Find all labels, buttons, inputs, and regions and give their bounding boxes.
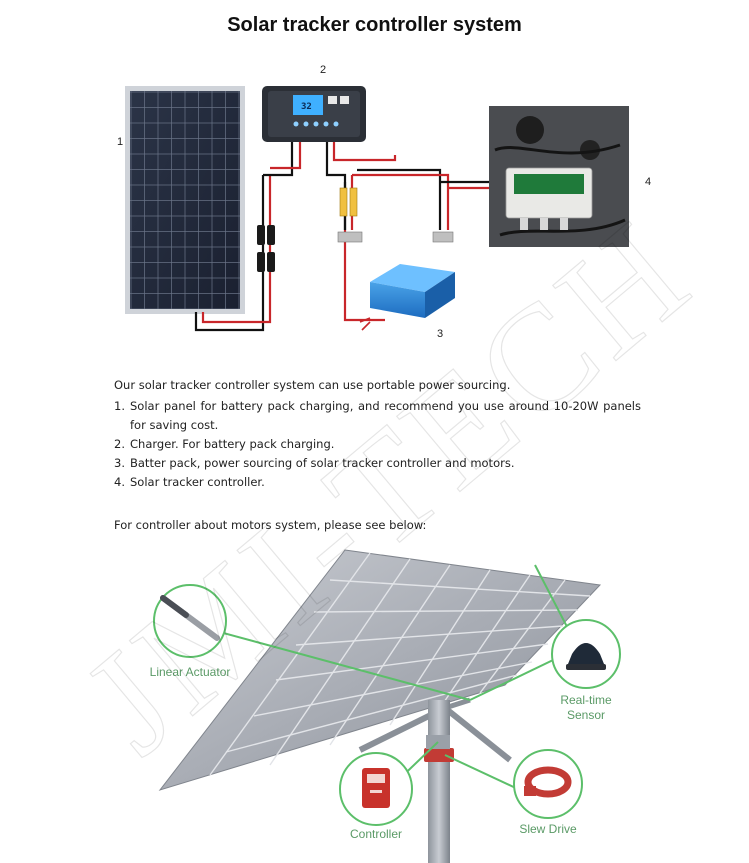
list-item-number: 1. [114, 399, 125, 413]
slew-drive-callout [513, 749, 583, 819]
sensor-callout [551, 619, 621, 689]
motors-paragraph: For controller about motors system, plea… [114, 518, 427, 532]
list-item-number: 2. [114, 437, 125, 451]
label-4: 4 [645, 176, 651, 188]
intro-paragraph: Our solar tracker controller system can … [114, 378, 511, 392]
battery-pack [370, 264, 455, 318]
page-title: Solar tracker controller system [227, 14, 522, 36]
solar-panel [125, 86, 245, 314]
slew-drive-label: Slew Drive [519, 822, 577, 836]
sensor-label-line1: Real-time [560, 693, 612, 707]
tracker-controller-photo [489, 106, 629, 247]
list-item-text: Solar tracker controller. [130, 475, 265, 489]
list-item-number: 3. [114, 456, 125, 470]
pv-array [158, 549, 602, 791]
list-item: 4. Solar tracker controller. [114, 473, 641, 492]
mc4-connectors [257, 225, 275, 272]
motors-intro: For controller about motors system, plea… [114, 516, 641, 535]
label-2: 2 [320, 64, 326, 76]
linear-actuator-label: Linear Actuator [150, 665, 231, 679]
wiring-diagram: 1 32 2 [117, 64, 651, 340]
list-item-text: Solar panel for battery pack charging, a… [130, 399, 641, 432]
list-item: 3. Batter pack, power sourcing of solar … [114, 454, 641, 473]
fuse-holders [337, 187, 454, 243]
component-list: 1. Solar panel for battery pack charging… [114, 397, 641, 492]
list-item: 2. Charger. For battery pack charging. [114, 435, 641, 454]
controller-callout [339, 752, 413, 826]
linear-actuator-callout [153, 584, 227, 658]
list-item: 1. Solar panel for battery pack charging… [114, 397, 641, 435]
charge-controller [262, 86, 366, 142]
controller-display: 32 [301, 102, 312, 112]
intro-text: Our solar tracker controller system can … [114, 376, 641, 395]
controller-label: Controller [350, 827, 402, 841]
list-item-text: Batter pack, power sourcing of solar tra… [130, 456, 515, 470]
list-item-number: 4. [114, 475, 125, 489]
tracker-diagram: Linear Actuator Real-time Sensor Control… [150, 549, 621, 863]
label-3: 3 [437, 328, 443, 340]
list-item-text: Charger. For battery pack charging. [130, 437, 335, 451]
battery-leads [359, 317, 371, 331]
sensor-label-line2: Sensor [567, 708, 605, 722]
label-1: 1 [117, 136, 123, 148]
support-structure [358, 697, 512, 863]
